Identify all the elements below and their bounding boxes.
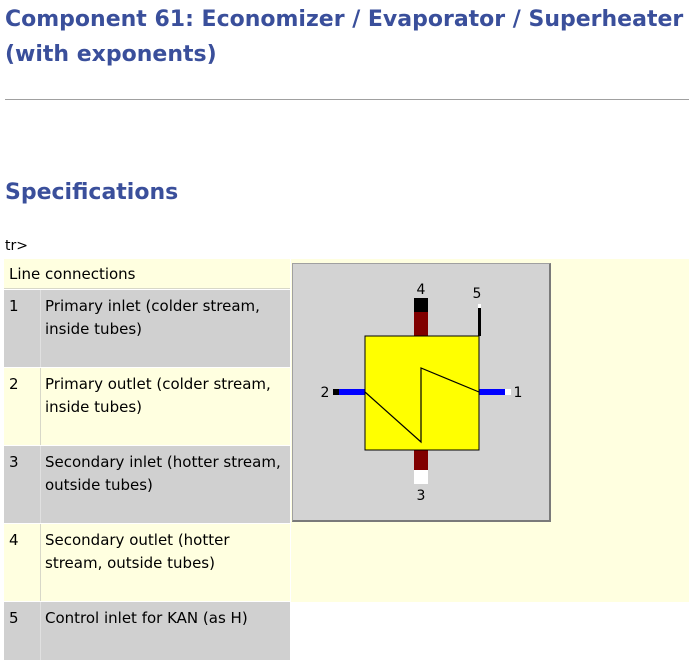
table-row: 4 Secondary outlet (hotter stream, outsi… (4, 524, 290, 601)
row-number: 3 (9, 453, 19, 471)
table-row: 2 Primary outlet (colder stream, inside … (4, 368, 290, 445)
row-number: 2 (9, 375, 19, 393)
section-heading: Specifications (5, 180, 179, 205)
page-title: Component 61: Economizer / Evaporator / … (5, 7, 684, 67)
table-row: 5 Control inlet for KAN (as H) (4, 602, 290, 660)
port-label-3: 3 (417, 488, 426, 504)
heat-exchanger-icon: 4 5 2 1 3 (321, 282, 523, 504)
table-row: 1 Primary inlet (colder stream, inside t… (4, 290, 290, 367)
exchanger-body (364, 335, 480, 451)
port-1-line (479, 389, 505, 395)
stray-text: tr> (5, 238, 28, 254)
port-5-line (478, 307, 481, 336)
row-number: 4 (9, 531, 19, 549)
port-label-2: 2 (321, 385, 330, 401)
port-4-terminal (414, 298, 428, 312)
table-row: 3 Secondary inlet (hotter stream, outsid… (4, 446, 290, 523)
row-number: 1 (9, 297, 19, 315)
row-number: 5 (9, 609, 19, 627)
horizontal-rule (5, 99, 689, 100)
port-2-line (339, 389, 365, 395)
port-1-terminal (505, 389, 511, 395)
table-header: Line connections (4, 259, 290, 289)
port-3-terminal (414, 470, 428, 484)
row-description: Secondary inlet (hotter stream, outside … (40, 446, 290, 523)
row-description: Primary inlet (colder stream, inside tub… (40, 290, 290, 367)
row-description: Primary outlet (colder stream, inside tu… (40, 368, 290, 445)
port-2-terminal (333, 389, 339, 395)
port-3-line (414, 450, 428, 470)
tube-zigzag (364, 367, 480, 444)
port-label-4: 4 (417, 282, 426, 298)
component-diagram: 4 5 2 1 3 (292, 263, 551, 522)
port-label-5: 5 (473, 286, 482, 302)
row-description: Secondary outlet (hotter stream, outside… (40, 524, 290, 601)
port-5-terminal (478, 304, 481, 308)
port-4-line (414, 312, 428, 336)
row-description: Control inlet for KAN (as H) (40, 602, 290, 660)
port-label-1: 1 (514, 385, 523, 401)
